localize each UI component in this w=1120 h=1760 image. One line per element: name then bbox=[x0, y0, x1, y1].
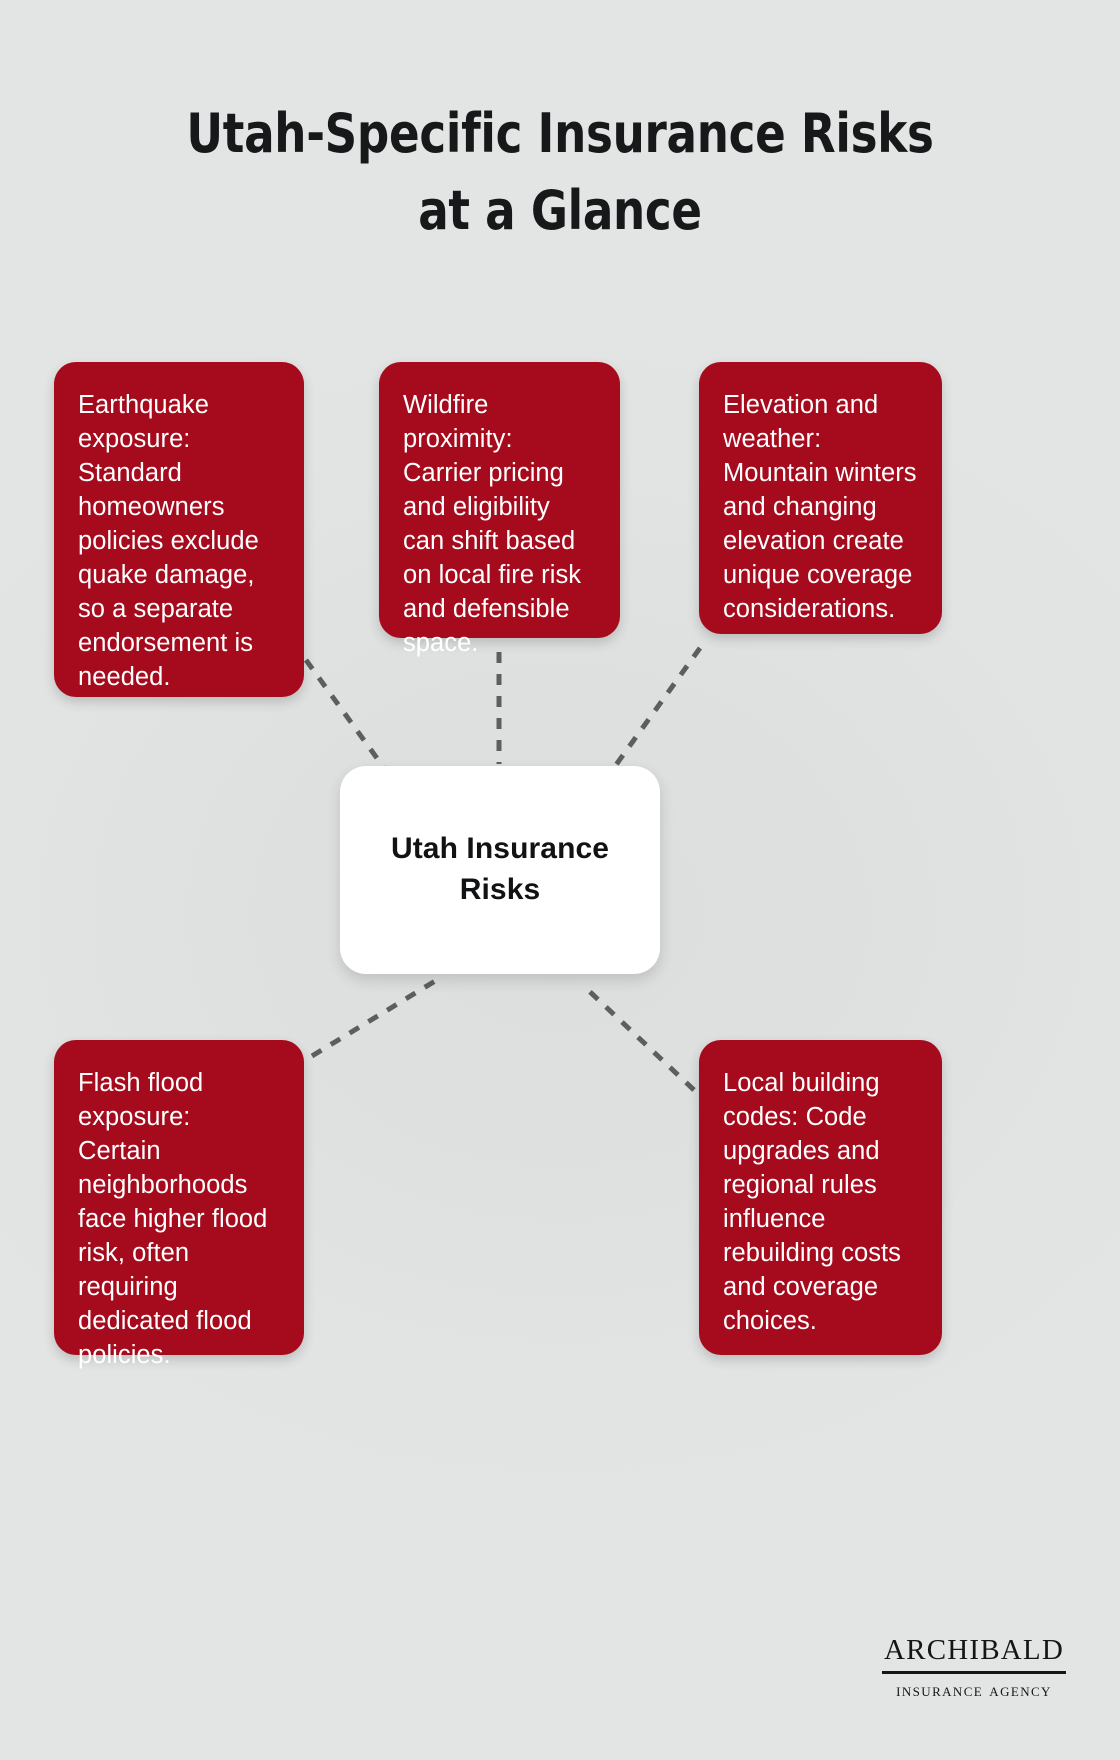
center-hub-node: Utah Insurance Risks bbox=[340, 766, 660, 974]
risk-card-text: Elevation and weather: Mountain winters … bbox=[723, 391, 917, 624]
risk-card-text: Local building codes: Code upgrades and … bbox=[723, 1069, 901, 1336]
connector-flood bbox=[310, 975, 442, 1059]
brand-logo: Archibald Insurance Agency bbox=[882, 1625, 1066, 1700]
center-hub-label: Utah Insurance Risks bbox=[390, 832, 610, 906]
risk-card-text: Wildfire proximity: Carrier pricing and … bbox=[403, 391, 582, 658]
risk-card-elevation: Elevation and weather: Mountain winters … bbox=[699, 362, 942, 634]
page-title-line-1: Utah-Specific Insurance Risks bbox=[186, 102, 934, 165]
risk-card-wildfire: Wildfire proximity: Carrier pricing and … bbox=[379, 362, 620, 657]
brand-logo-name: Archibald bbox=[882, 1625, 1066, 1674]
page-title: Utah-Specific Insurance Risks at a Glanc… bbox=[39, 96, 1081, 249]
brand-logo-tagline: Insurance Agency bbox=[896, 1680, 1052, 1701]
risk-card-text: Flash flood exposure: Certain neighborho… bbox=[78, 1069, 268, 1370]
risk-card-flash-flood: Flash flood exposure: Certain neighborho… bbox=[54, 1040, 304, 1369]
page-title-line-2: at a Glance bbox=[418, 178, 702, 242]
connector-codes bbox=[586, 988, 696, 1092]
risk-card-text: Earthquake exposure: Standard homeowners… bbox=[78, 391, 259, 692]
risk-card-earthquake: Earthquake exposure: Standard homeowners… bbox=[54, 362, 304, 697]
risk-card-building-codes: Local building codes: Code upgrades and … bbox=[699, 1040, 942, 1355]
